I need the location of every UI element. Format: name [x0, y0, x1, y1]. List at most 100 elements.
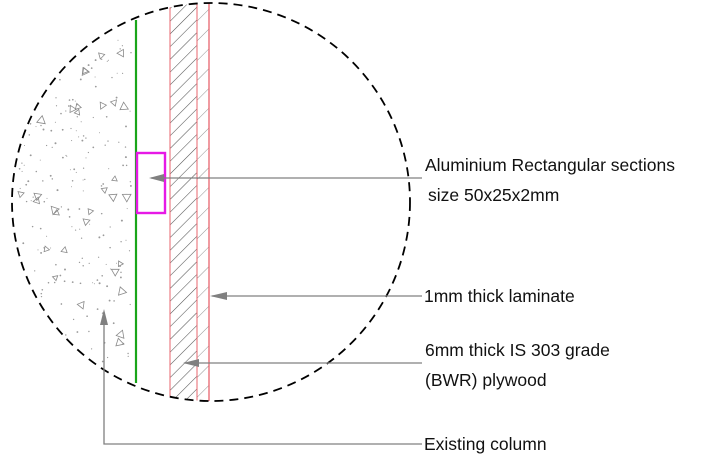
concrete-aggregate-icon	[74, 102, 82, 110]
existing-column-concrete	[17, 39, 132, 363]
concrete-dot	[105, 263, 107, 265]
concrete-dot	[34, 270, 36, 272]
concrete-dot	[96, 308, 99, 310]
concrete-dot	[21, 170, 23, 172]
concrete-dot	[46, 235, 48, 237]
concrete-dot	[87, 151, 90, 154]
concrete-dot	[76, 331, 79, 333]
concrete-dot	[39, 227, 42, 230]
concrete-dot	[80, 237, 83, 239]
concrete-dot	[40, 124, 42, 127]
concrete-dot	[127, 352, 129, 355]
concrete-aggregate-icon	[108, 193, 118, 203]
concrete-dot	[112, 322, 115, 325]
concrete-aggregate-icon	[52, 208, 60, 216]
concrete-dot	[101, 360, 104, 363]
concrete-dot	[100, 212, 103, 215]
concrete-dot	[55, 97, 57, 99]
concrete-dot	[29, 122, 32, 125]
laminate-label: 1mm thick laminate	[424, 286, 575, 306]
concrete-dot	[66, 155, 68, 157]
concrete-dot	[79, 78, 82, 81]
concrete-dot	[68, 99, 71, 101]
aluminium-label-line1: Aluminium Rectangular sections	[425, 155, 675, 175]
concrete-dot	[42, 128, 45, 131]
concrete-aggregate-icon	[82, 218, 91, 227]
concrete-dot	[40, 295, 43, 298]
concrete-aggregate-icon	[43, 245, 51, 253]
concrete-dot	[71, 140, 73, 142]
concrete-dot	[119, 276, 122, 279]
concrete-dot	[98, 236, 101, 239]
concrete-aggregate-icon	[111, 175, 118, 182]
concrete-dot	[71, 226, 73, 228]
concrete-dot	[104, 144, 106, 146]
concrete-dot	[50, 247, 52, 249]
column-label: Existing column	[424, 434, 547, 454]
aluminium-label-line2: size 50x25x2mm	[428, 185, 559, 205]
concrete-dot	[101, 58, 103, 61]
concrete-dot	[25, 183, 28, 186]
concrete-dot	[93, 283, 95, 285]
concrete-dot	[78, 136, 80, 138]
concrete-aggregate-icon	[116, 48, 124, 58]
concrete-dot	[111, 76, 113, 79]
concrete-dot	[127, 355, 129, 358]
concrete-dot	[80, 121, 82, 123]
concrete-aggregate-icon	[100, 187, 108, 194]
aluminium-arrow-icon	[149, 174, 164, 182]
concrete-dot	[97, 256, 100, 258]
concrete-dot	[82, 135, 85, 137]
concrete-dot	[60, 206, 63, 208]
concrete-dot	[19, 187, 21, 190]
concrete-dot	[30, 200, 32, 202]
concrete-dot	[39, 159, 41, 161]
concrete-dot	[78, 208, 81, 210]
concrete-dot	[65, 110, 67, 112]
concrete-dot	[60, 112, 62, 115]
concrete-dot	[129, 303, 131, 306]
concrete-aggregate-icon	[117, 286, 128, 296]
concrete-dot	[71, 180, 74, 182]
concrete-dot	[92, 116, 94, 119]
concrete-aggregate-icon	[32, 196, 41, 205]
concrete-dot	[92, 282, 94, 284]
concrete-dot	[35, 170, 38, 173]
concrete-dot	[45, 144, 48, 147]
concrete-dot	[55, 263, 57, 266]
concrete-dot	[116, 72, 118, 74]
concrete-aggregate-icon	[109, 99, 118, 107]
concrete-dot	[108, 168, 110, 170]
plywood-hatch-outer	[197, 3, 209, 401]
concrete-dot	[100, 185, 103, 187]
concrete-dot	[101, 275, 103, 277]
concrete-aggregate-icon	[33, 192, 43, 202]
concrete-dot	[122, 164, 125, 167]
concrete-dot	[41, 288, 44, 291]
concrete-dot	[75, 171, 77, 173]
concrete-dot	[61, 128, 64, 131]
concrete-dot	[119, 48, 121, 50]
concrete-dot	[81, 139, 84, 142]
plywood-hatch	[170, 3, 197, 401]
detail-boundary-circle	[11, 2, 411, 402]
concrete-dot	[56, 189, 59, 192]
concrete-dot	[21, 162, 23, 164]
concrete-dot	[62, 156, 64, 159]
concrete-dot	[73, 168, 76, 171]
concrete-dot	[94, 85, 97, 88]
concrete-dot	[47, 281, 50, 284]
concrete-aggregate-icon	[81, 66, 91, 77]
concrete-aggregate-icon	[98, 52, 106, 60]
concrete-dot	[106, 285, 109, 288]
concrete-aggregate-icon	[115, 337, 125, 347]
concrete-dot	[28, 134, 31, 136]
concrete-dot	[64, 268, 66, 271]
concrete-dot	[98, 282, 101, 285]
concrete-dot	[46, 197, 48, 199]
concrete-dot	[85, 157, 87, 159]
concrete-dot	[125, 164, 128, 167]
concrete-dot	[115, 96, 118, 99]
concrete-dot	[79, 228, 81, 230]
